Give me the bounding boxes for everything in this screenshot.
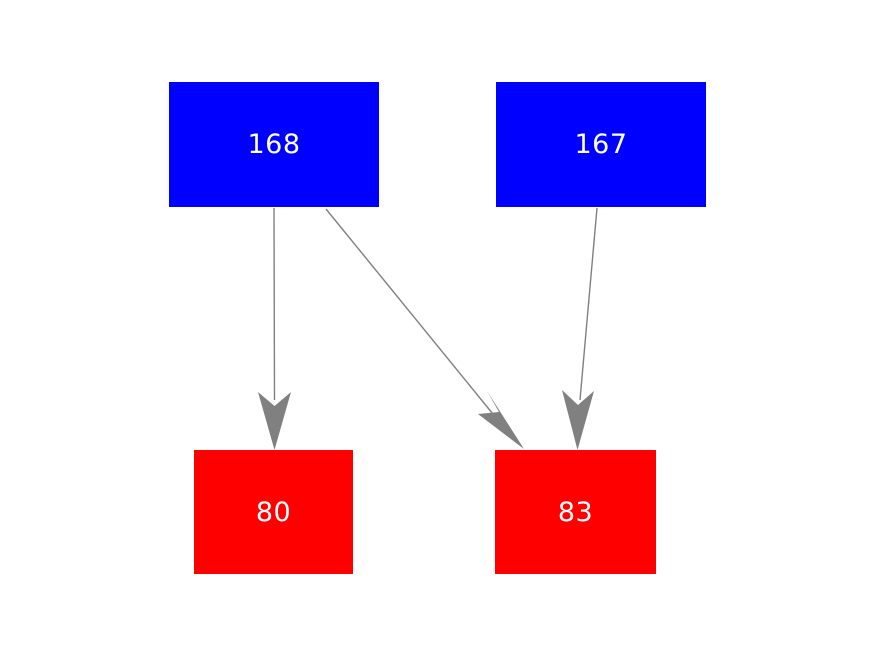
graph-node-80[interactable]: 80 [194, 450, 353, 574]
edge-168-83 [325, 208, 524, 449]
arrowhead-icon [258, 392, 291, 450]
node-label: 168 [247, 129, 301, 160]
edge-167-83 [562, 207, 598, 450]
edge-168-80 [258, 207, 291, 450]
graph-node-167[interactable]: 167 [496, 82, 706, 207]
node-label: 80 [255, 496, 292, 528]
edge-line [325, 208, 498, 420]
edge-line [273, 207, 276, 401]
node-label: 83 [557, 496, 594, 528]
arrowhead-icon [562, 390, 594, 450]
graph-node-83[interactable]: 83 [495, 450, 656, 574]
edge-line [579, 207, 598, 401]
arrowhead-icon [478, 391, 524, 449]
graph-node-168[interactable]: 168 [169, 82, 379, 207]
node-label: 167 [574, 129, 628, 160]
